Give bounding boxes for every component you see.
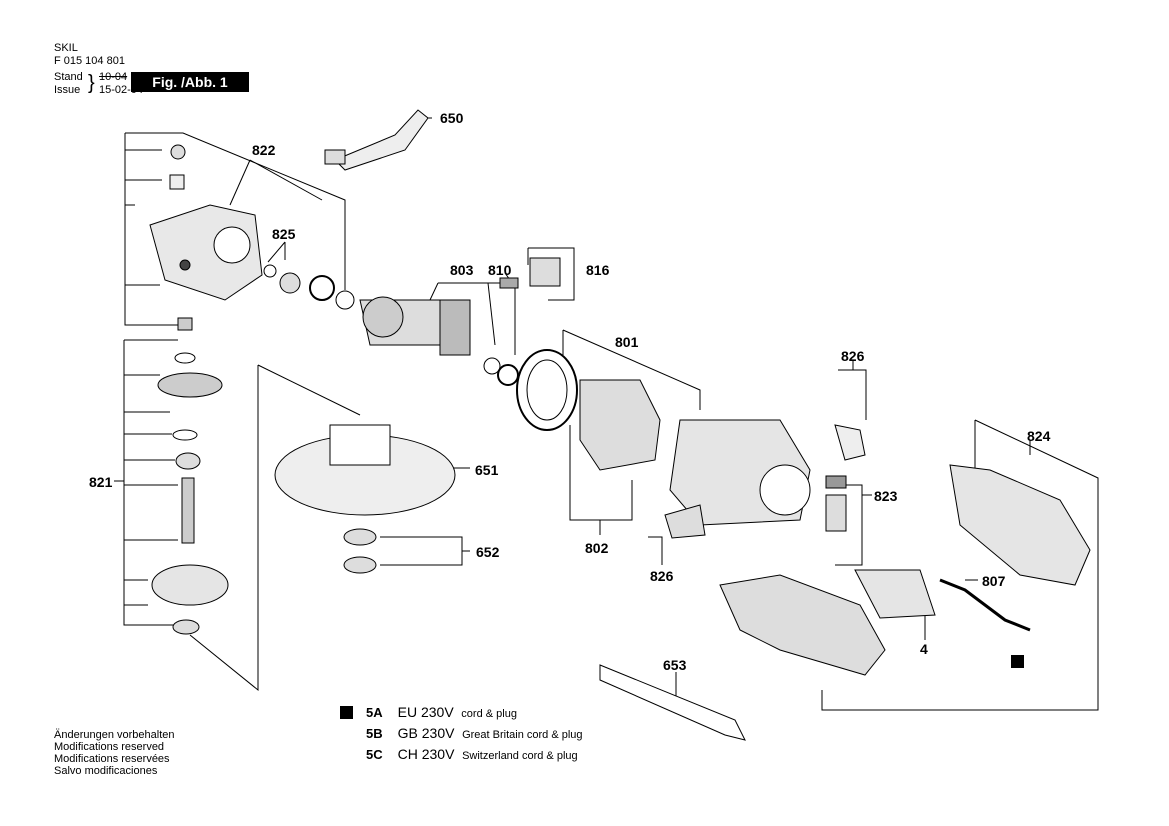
legend-voltage: EU 230V	[397, 704, 454, 720]
part-label-823: 823	[874, 488, 898, 504]
legend-row-5c: 5C CH 230V Switzerland cord & plug	[340, 746, 578, 764]
part-label-807: 807	[982, 573, 1006, 589]
part-label-652: 652	[476, 544, 500, 560]
part-number: F 015 104 801	[54, 55, 125, 67]
part-label-822: 822	[252, 142, 276, 158]
bracket-822	[124, 133, 183, 326]
part-label-650: 650	[440, 110, 464, 126]
legend-desc: Switzerland cord & plug	[462, 750, 578, 762]
part-label-824: 824	[1027, 428, 1051, 444]
legend-row-5a: 5A EU 230V cord & plug	[340, 704, 517, 722]
legend-row-5b: 5B GB 230V Great Britain cord & plug	[340, 725, 583, 743]
stand-label: Stand	[54, 71, 83, 83]
legend-code: 5B	[366, 726, 383, 741]
note-en: Modifications reserved	[54, 741, 165, 753]
old-date: 10-04	[99, 71, 128, 83]
legend-code: 5A	[366, 705, 383, 720]
legend-desc: cord & plug	[461, 708, 517, 720]
legend-voltage: CH 230V	[397, 746, 455, 762]
legend-voltage: GB 230V	[397, 725, 455, 741]
legend-code: 5C	[366, 747, 383, 762]
note-fr: Modifications reservées	[54, 753, 170, 765]
note-es: Salvo modificaciones	[54, 765, 158, 777]
part-label-826-upper: 826	[841, 348, 865, 364]
part-label-803: 803	[450, 262, 474, 278]
legend-desc: Great Britain cord & plug	[462, 729, 583, 741]
part-label-4: 4	[920, 641, 928, 657]
part-label-825: 825	[272, 226, 296, 242]
brace: }	[88, 72, 95, 94]
part-label-816: 816	[586, 262, 610, 278]
brand: SKIL	[54, 42, 78, 54]
cord-plug-marker	[1011, 655, 1024, 668]
part-label-802: 802	[585, 540, 609, 556]
part-label-801: 801	[615, 334, 639, 350]
legend-marker	[340, 706, 353, 719]
part-label-810: 810	[488, 262, 512, 278]
part-label-821: 821	[89, 474, 113, 490]
note-de: Änderungen vorbehalten	[54, 729, 175, 741]
part-label-653: 653	[663, 657, 687, 673]
figure-label: Fig. /Abb. 1	[131, 72, 249, 92]
issue-label: Issue	[54, 84, 81, 96]
part-label-651: 651	[475, 462, 499, 478]
part-label-826-lower: 826	[650, 568, 674, 584]
